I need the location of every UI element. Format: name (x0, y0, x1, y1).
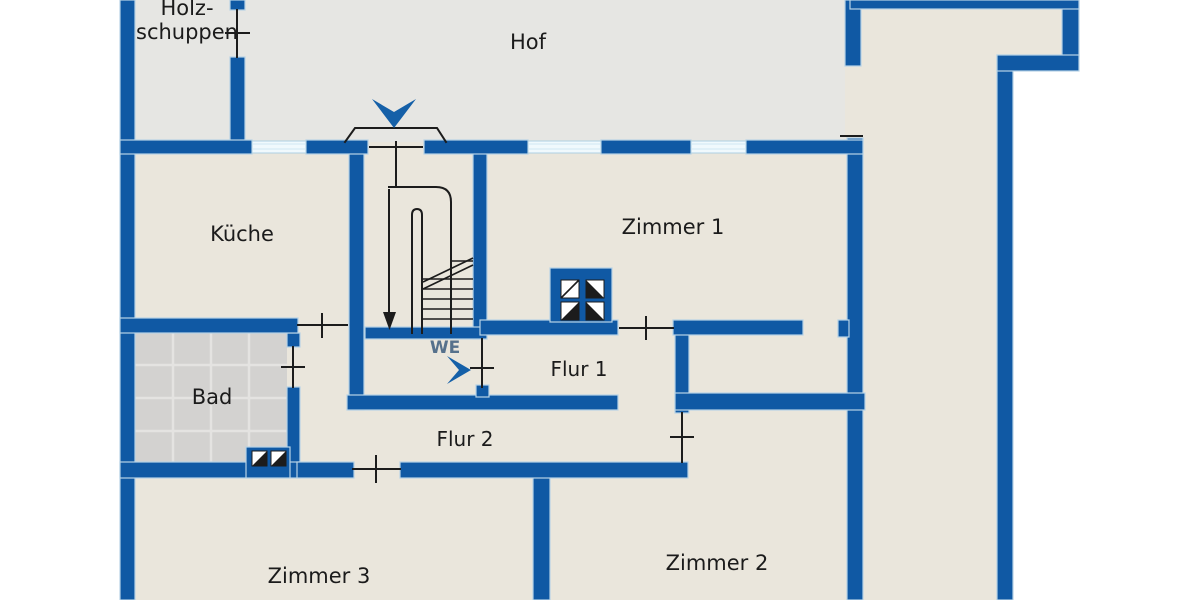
outer-wall-right (846, 137, 864, 600)
room-label-bad: Bad (192, 385, 233, 409)
woodshed-wall-stub (229, 0, 246, 11)
room-label-holzschuppen-line1: Holz- (160, 0, 213, 20)
room-label-hof: Hof (510, 30, 547, 54)
walls (119, 0, 1080, 600)
top-wall-seg4 (600, 139, 692, 155)
door-icon-room1 (619, 316, 674, 340)
window-icon (690, 140, 747, 154)
bath-wall-stub (286, 332, 301, 348)
room-label-zimmer2: Zimmer 2 (666, 551, 769, 575)
door-icon-room2 (670, 412, 694, 463)
stair-down-arrowhead (383, 312, 396, 330)
top-wall-seg5 (745, 139, 864, 155)
corridor-wall-right (996, 54, 1014, 600)
door-icon-woodshed (225, 9, 250, 58)
entrance-arrow-icon (372, 99, 416, 128)
door-icon-hall1 (470, 338, 494, 388)
door-icon-kitchen (297, 313, 348, 338)
room-labels: Holz- schuppen Hof Küche Zimmer 1 Flur 1… (136, 0, 768, 588)
stair-bottom-wall (364, 326, 488, 340)
side-wing-area (856, 8, 1065, 600)
top-wall-seg1 (119, 139, 253, 155)
outer-wall-left (119, 0, 136, 600)
room-label-holzschuppen-line2: schuppen (136, 20, 238, 44)
room2-notch-wall (674, 392, 866, 411)
top-wall-seg3 (423, 139, 529, 155)
room-label-kueche: Küche (210, 222, 274, 246)
kitchen-bottom-wall (119, 317, 299, 334)
courtyard-area (128, 0, 847, 142)
room1-bottom-wall-e (672, 319, 804, 336)
hall2-bottom-wall-w (296, 461, 355, 479)
room-label-flur1: Flur 1 (550, 357, 607, 381)
door-icon-entrance (343, 127, 448, 187)
entrance-label-we: WE (430, 338, 460, 358)
area-fills (128, 0, 1065, 600)
door-icon-room3 (352, 455, 401, 483)
room-divider-wall (532, 476, 551, 600)
kitchen-stair-wall (348, 141, 365, 411)
window-icon (251, 140, 307, 154)
room-label-zimmer3: Zimmer 3 (268, 564, 371, 588)
wing-bottom-wall (996, 54, 1080, 72)
we-arrow-icon (447, 356, 471, 384)
passage-area (845, 66, 862, 138)
windows (251, 140, 747, 154)
door-icon-bath (281, 346, 305, 388)
wing-top-wall (849, 0, 1080, 10)
chimney-icon-small (245, 446, 291, 479)
hall2-bottom-wall-e (399, 461, 689, 479)
window-icon (527, 140, 602, 154)
top-wall-seg2 (305, 139, 369, 155)
room1-bottom-wall-w (479, 319, 619, 336)
doors (225, 9, 863, 483)
stairwell-wall (472, 152, 488, 340)
corridor-wall-upper (844, 0, 862, 67)
bath-tiles (135, 333, 287, 463)
staircase-icon (383, 186, 474, 334)
chimney-icon-large (549, 267, 613, 323)
room-label-zimmer1: Zimmer 1 (622, 215, 725, 239)
room-label-flur2: Flur 2 (436, 427, 493, 451)
wall-nub (837, 319, 850, 338)
woodshed-wall (229, 56, 246, 146)
